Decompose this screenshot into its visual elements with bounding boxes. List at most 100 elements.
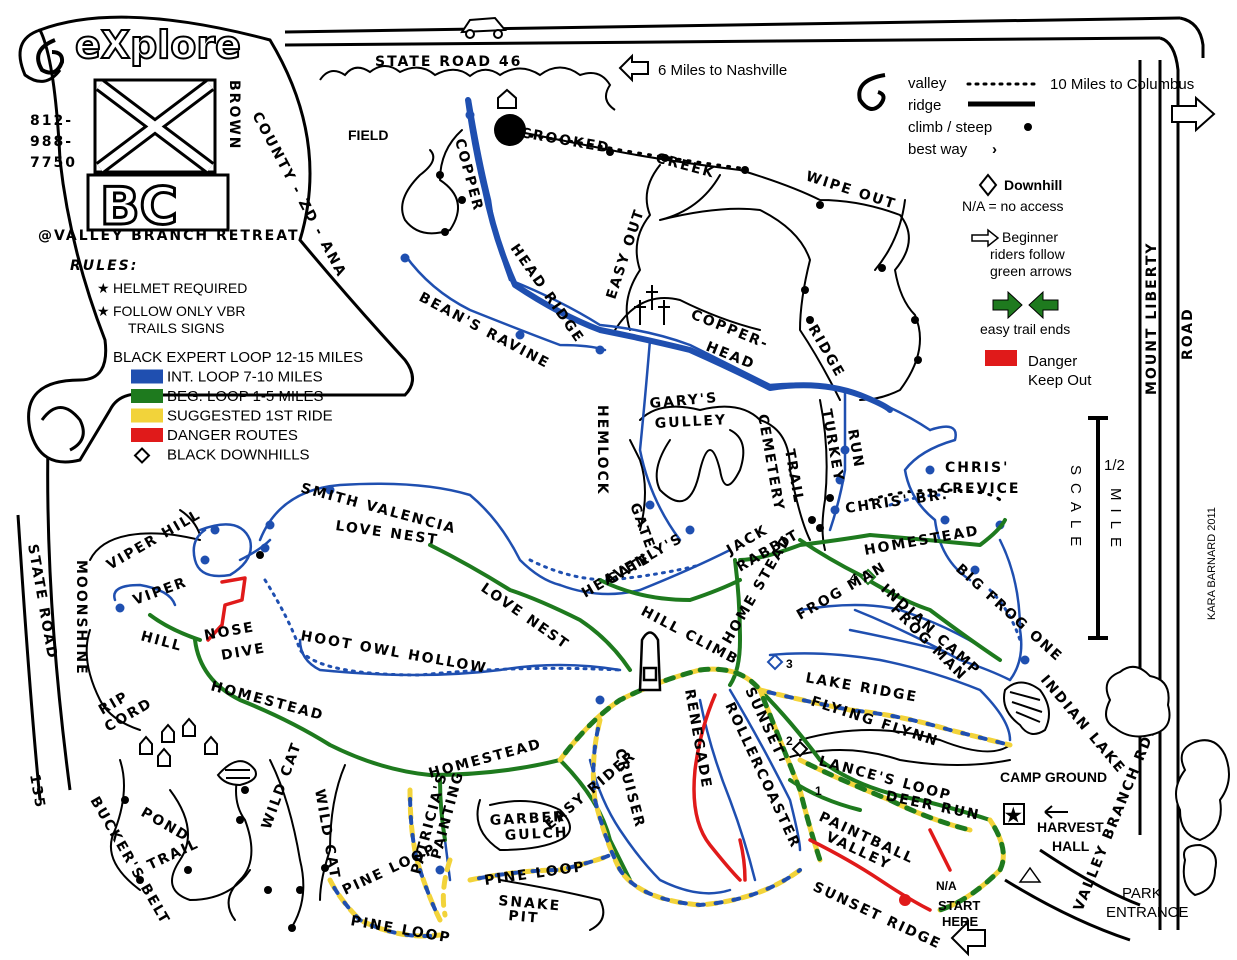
climb-dot [816, 524, 824, 532]
cabin-icon [139, 735, 153, 755]
trail-label: NOSE [203, 619, 256, 644]
climb-dot [806, 316, 814, 324]
green-arrow-left-icon [1028, 290, 1059, 320]
climb-dot [200, 555, 210, 565]
downhill-markers [766, 568, 877, 758]
scale-label: SCALE [1067, 465, 1084, 554]
downhill-diamond-icon [766, 653, 784, 671]
retreat-label: @VALLEY BRANCH RETREAT [38, 228, 300, 244]
climb-dot [210, 525, 220, 535]
downhill-diamond-icon [859, 568, 877, 586]
county-brown: BROWN [226, 80, 242, 151]
legend-best: best way [908, 141, 968, 158]
climb-dot [465, 110, 475, 120]
legend-label: INT. LOOP 7-10 MILES [167, 369, 323, 386]
danger-dots [899, 894, 911, 906]
legend-swatch [131, 389, 163, 403]
rule-star-icon-2: ★ [97, 303, 110, 319]
legend-ridge: ridge [908, 97, 941, 114]
trail-label: TURKEY [818, 408, 847, 484]
trail-label: WILD CAT [259, 740, 305, 832]
road-curve-right [1159, 36, 1180, 930]
climb-dot [914, 356, 922, 364]
trail-label: 3 [786, 657, 793, 671]
climb-dot [826, 494, 834, 502]
trail-label: CEMETERY [754, 413, 787, 513]
symbol-legend: valley ridge climb / steep best way › Do… [857, 73, 1092, 389]
downhill-diamond-icon [791, 740, 809, 758]
rule-1: HELMET REQUIRED [113, 280, 247, 296]
trail-label: FROG MAN [794, 559, 890, 623]
climb-dot [595, 695, 605, 705]
cemetery-crosses-icon [634, 285, 670, 325]
legend-danger-1: Danger [1028, 353, 1077, 370]
legend-swatch [131, 369, 163, 384]
scale-bar: 1/2 SCALE MILE [1067, 416, 1125, 640]
pond-icon [216, 760, 257, 787]
trail-label: POND [138, 805, 192, 846]
state-road-46-bottom [284, 36, 1161, 47]
climb-dot [321, 864, 329, 872]
harvest-arrow-icon [1044, 805, 1068, 819]
legend-swatch-downhill-icon [133, 447, 151, 464]
trail-label: HOMESTEAD [209, 678, 326, 724]
rule-3: TRAILS SIGNS [128, 320, 224, 336]
legend-downhill: Downhill [1004, 177, 1062, 193]
house-icon [497, 88, 517, 109]
trail-label: SUNSET RIDGE [810, 879, 944, 953]
climb-dot [184, 866, 192, 874]
trail-label: HERE [942, 914, 978, 929]
climb-dot [808, 516, 816, 524]
trail-label: RUN [844, 428, 867, 470]
state-road-135-b [46, 439, 72, 791]
trail-label: CHRIS' [945, 460, 1009, 476]
legend-beginner-1: Beginner [1002, 229, 1058, 245]
climb-dot [840, 445, 850, 455]
trail-label: START [938, 898, 980, 913]
valley-branch-rd [1004, 878, 1131, 942]
harvest-hall-icon: ★ [1003, 803, 1025, 825]
legend-climb-dot [1024, 123, 1032, 131]
trail-label: PINE LOOP [483, 859, 586, 889]
trail-label: BIG FROG ONE [952, 561, 1065, 665]
climb-dot [441, 228, 449, 236]
climb-dot [236, 816, 244, 824]
state-road-135-num: 135 [26, 773, 48, 810]
trail-label: MOONSHINE [73, 560, 89, 676]
climb-dot [878, 264, 886, 272]
climb-dot [685, 525, 695, 535]
climb-dot [121, 796, 129, 804]
climb-dot [925, 465, 935, 475]
phone-line-1: 812- [30, 113, 73, 129]
climb-dot [265, 520, 275, 530]
trail-label: 4 [850, 571, 857, 585]
trail-label: PIT [508, 908, 540, 927]
climb-dot [296, 886, 304, 894]
climb-dot [940, 515, 950, 525]
logo-swirl-icon [36, 38, 65, 75]
trail-label: GARBER [489, 809, 566, 829]
logo-title: eXplore [75, 23, 241, 67]
copperhead-ridge-trail [465, 97, 893, 413]
legend-na: N/A = no access [962, 198, 1064, 214]
roads [16, 16, 1205, 942]
xbc-logo [86, 78, 230, 232]
climb-dot [436, 171, 444, 179]
climb-dot [816, 201, 824, 209]
trail-label: CREEK [654, 150, 717, 181]
legend-beginner-2: riders follow [990, 246, 1066, 262]
crooked-creek-start-dot [494, 114, 526, 146]
trail-label: CHRIS' BR. [844, 487, 949, 517]
scale-value: 1/2 [1104, 457, 1125, 474]
columbus-label: 10 Miles to Columbus [1050, 76, 1194, 93]
scale-unit: MILE [1107, 488, 1124, 555]
phone-line-3: 7750 [30, 155, 77, 171]
logo-sub: BC [100, 177, 178, 237]
climb-dot [241, 786, 249, 794]
rule-2: FOLLOW ONLY VBR [113, 303, 246, 319]
trail-label: GATE [604, 550, 654, 588]
climb-dot [264, 886, 272, 894]
